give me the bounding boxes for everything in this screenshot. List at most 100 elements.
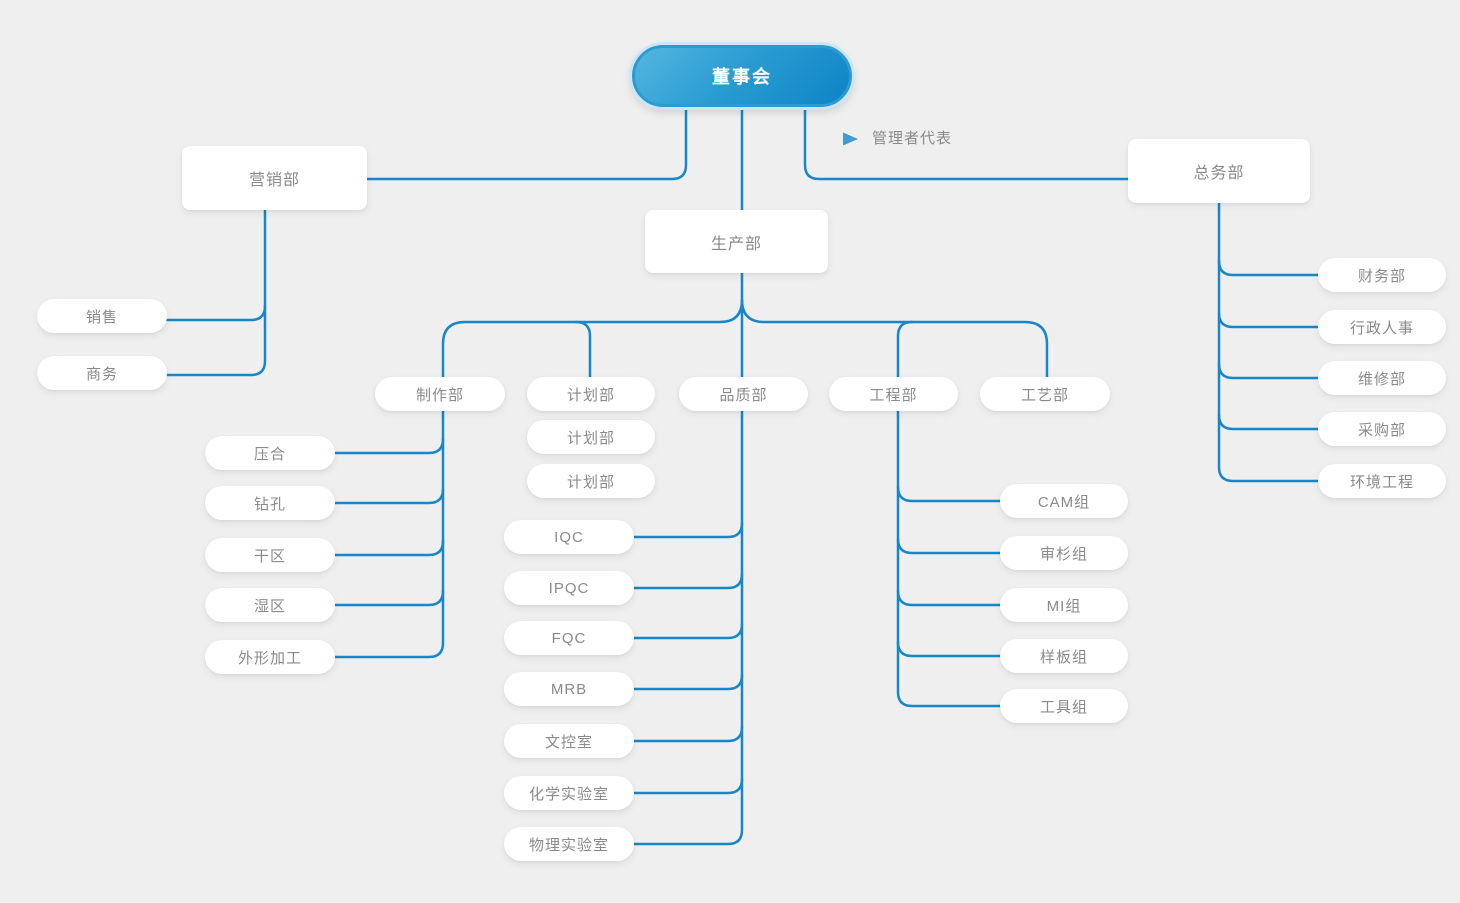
node-press-label: 压合 xyxy=(253,445,286,463)
node-business-label: 商务 xyxy=(85,365,118,383)
connector-production-right xyxy=(740,298,1049,396)
connector-production-trunk xyxy=(632,271,744,846)
node-production-dept[interactable]: 生产部 xyxy=(645,210,828,273)
node-press[interactable]: 压合 xyxy=(205,436,335,470)
node-profile-machining-label: 外形加工 xyxy=(237,649,302,667)
node-business[interactable]: 商务 xyxy=(37,356,167,390)
node-maintenance-dept[interactable]: 维修部 xyxy=(1318,361,1446,395)
connector-marketing-sales xyxy=(165,304,267,322)
node-drill-label: 钻孔 xyxy=(253,495,286,513)
node-general-affairs-label: 总务部 xyxy=(1193,165,1245,182)
node-ipqc[interactable]: IPQC xyxy=(504,571,634,605)
node-admin-hr[interactable]: 行政人事 xyxy=(1318,310,1446,344)
node-admin-hr-label: 行政人事 xyxy=(1349,319,1414,337)
node-shensha-group-label: 审杉组 xyxy=(1039,545,1088,563)
connector-maintenance xyxy=(1217,362,1320,380)
node-doc-control-room[interactable]: 文控室 xyxy=(504,724,634,758)
node-board[interactable]: 董事会 xyxy=(632,45,852,107)
connector-mrb xyxy=(632,673,744,691)
connector-ipqc xyxy=(632,572,744,590)
node-tool-group[interactable]: 工具组 xyxy=(1000,689,1128,723)
node-chemical-lab[interactable]: 化学实验室 xyxy=(504,776,634,810)
node-cam-group[interactable]: CAM组 xyxy=(1000,484,1128,518)
node-engineering-label: 工程部 xyxy=(869,386,918,404)
node-wet-area-label: 湿区 xyxy=(253,597,286,615)
node-engineering-dept[interactable]: 工程部 xyxy=(829,377,958,411)
node-sample-group-label: 样板组 xyxy=(1039,648,1088,666)
node-purchasing-label: 采购部 xyxy=(1357,421,1406,439)
connector-sample xyxy=(896,640,1002,658)
connector-engineering-trunk xyxy=(896,320,1002,708)
node-quality-dept[interactable]: 品质部 xyxy=(679,377,808,411)
node-environment-eng[interactable]: 环境工程 xyxy=(1318,464,1446,498)
node-drill[interactable]: 钻孔 xyxy=(205,486,335,520)
connector-general-trunk xyxy=(1217,201,1320,483)
connector-dry xyxy=(331,539,445,557)
node-fqc-label: FQC xyxy=(551,629,587,647)
node-mi-group[interactable]: MI组 xyxy=(1000,588,1128,622)
node-process-dept[interactable]: 工艺部 xyxy=(980,377,1110,411)
node-planning-label-3: 计划部 xyxy=(566,473,615,491)
connector-board-general xyxy=(803,106,1130,181)
management-rep-arrow xyxy=(818,132,858,146)
node-doc-control-label: 文控室 xyxy=(544,733,593,751)
node-dry-area[interactable]: 干区 xyxy=(205,538,335,572)
node-chemical-lab-label: 化学实验室 xyxy=(528,785,609,803)
connector-mi xyxy=(896,589,1002,607)
node-purchasing-dept[interactable]: 采购部 xyxy=(1318,412,1446,446)
node-board-label: 董事会 xyxy=(712,67,772,87)
node-iqc[interactable]: IQC xyxy=(504,520,634,554)
connector-purchasing xyxy=(1217,413,1320,431)
node-sales-label: 销售 xyxy=(85,308,118,326)
connector-iqc xyxy=(632,521,744,539)
node-environment-eng-label: 环境工程 xyxy=(1349,473,1414,491)
node-wet-area[interactable]: 湿区 xyxy=(205,588,335,622)
connector-drill xyxy=(331,487,445,505)
node-mi-group-label: MI组 xyxy=(1046,597,1082,615)
node-physics-lab-label: 物理实验室 xyxy=(528,836,609,854)
node-sales[interactable]: 销售 xyxy=(37,299,167,333)
connector-board-marketing xyxy=(365,106,688,181)
node-quality-label: 品质部 xyxy=(719,386,768,404)
node-ipqc-label: IPQC xyxy=(548,579,590,597)
node-planning-dept-2[interactable]: 计划部 xyxy=(527,420,655,454)
connector-chem-lab xyxy=(632,777,744,795)
node-mrb-label: MRB xyxy=(550,680,588,698)
connector-finance xyxy=(1217,259,1320,277)
node-profile-machining[interactable]: 外形加工 xyxy=(205,640,335,674)
node-planning-label-1: 计划部 xyxy=(566,386,615,404)
node-tool-group-label: 工具组 xyxy=(1039,698,1088,716)
connector-cam xyxy=(896,485,1002,503)
connector-fqc xyxy=(632,622,744,640)
node-planning-dept-1[interactable]: 计划部 xyxy=(527,377,655,411)
connector-marketing-trunk xyxy=(165,208,267,377)
node-fqc[interactable]: FQC xyxy=(504,621,634,655)
node-maintenance-label: 维修部 xyxy=(1357,370,1406,388)
node-shensha-group[interactable]: 审杉组 xyxy=(1000,536,1128,570)
node-process-label: 工艺部 xyxy=(1020,386,1069,404)
node-general-affairs-dept[interactable]: 总务部 xyxy=(1128,139,1310,203)
node-sample-group[interactable]: 样板组 xyxy=(1000,639,1128,673)
connector-wet xyxy=(331,589,445,607)
node-iqc-label: IQC xyxy=(554,528,584,546)
node-finance-dept[interactable]: 财务部 xyxy=(1318,258,1446,292)
node-production-label: 生产部 xyxy=(710,235,762,253)
connector-production-left xyxy=(331,298,744,659)
node-manufacturing-label: 制作部 xyxy=(415,386,464,404)
node-mrb[interactable]: MRB xyxy=(504,672,634,706)
node-manufacturing-dept[interactable]: 制作部 xyxy=(375,377,505,411)
connector-shensha xyxy=(896,537,1002,555)
connector-press xyxy=(331,437,445,455)
node-dry-area-label: 干区 xyxy=(253,547,286,565)
connector-doc-control xyxy=(632,725,744,743)
node-marketing-dept[interactable]: 营销部 xyxy=(182,146,367,210)
connector-planning-stub xyxy=(574,320,592,396)
node-cam-group-label: CAM组 xyxy=(1037,493,1091,511)
node-finance-label: 财务部 xyxy=(1357,267,1406,285)
node-planning-dept-3[interactable]: 计划部 xyxy=(527,464,655,498)
node-planning-label-2: 计划部 xyxy=(566,429,615,447)
management-rep-label: 管理者代表 xyxy=(872,130,953,147)
node-physics-lab[interactable]: 物理实验室 xyxy=(504,827,634,861)
